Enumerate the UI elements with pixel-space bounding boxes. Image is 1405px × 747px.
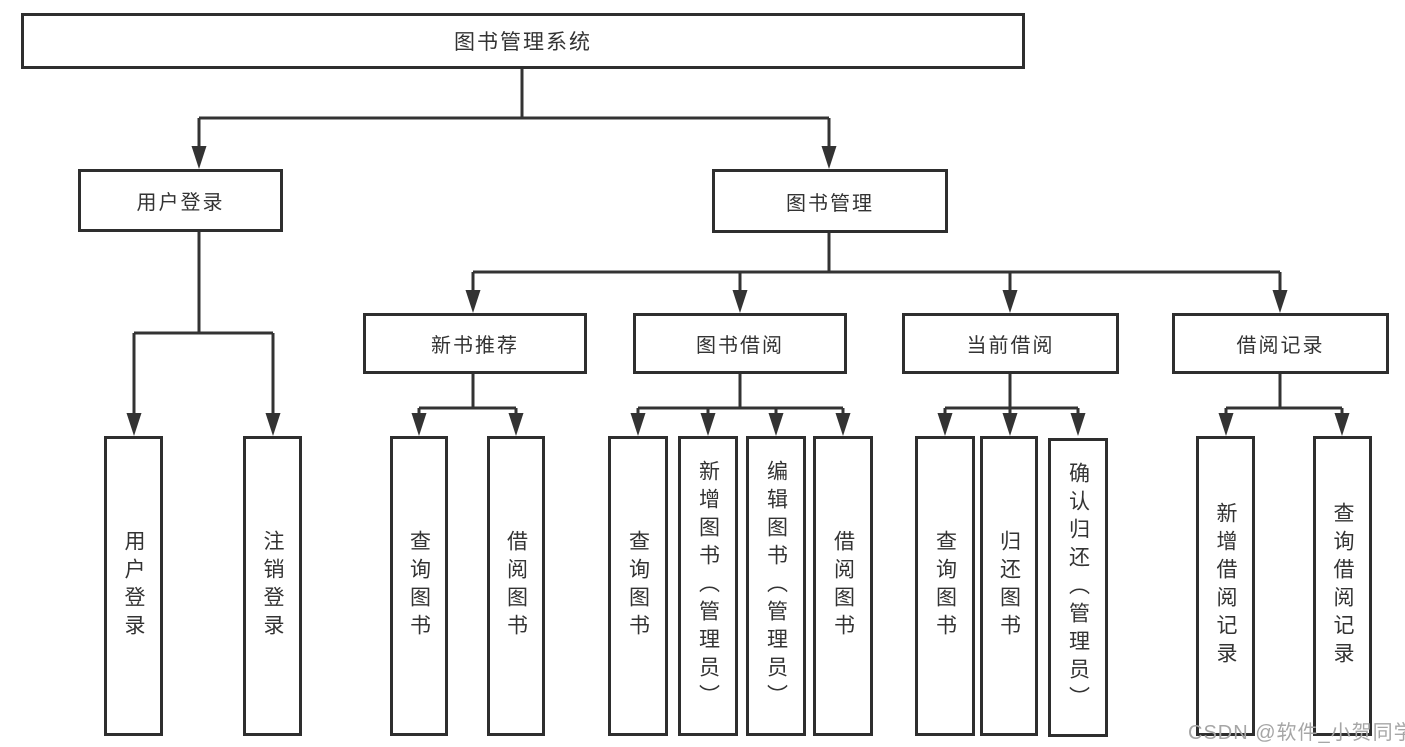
- node-book-management: 图书管理: [712, 169, 948, 233]
- node-new-book-recommend: 新书推荐: [363, 313, 587, 374]
- node-book-borrow: 图书借阅: [633, 313, 847, 374]
- leaf-borrow-books-1: 借阅图书: [487, 436, 545, 736]
- leaf-label: 借阅图书: [504, 530, 528, 642]
- leaf-label: 新增图书（管理员）: [696, 460, 720, 712]
- leaf-return-books: 归还图书: [980, 436, 1038, 736]
- leaf-label: 查询图书: [407, 530, 431, 642]
- node-user-login: 用户登录: [78, 169, 283, 232]
- csdn-watermark: CSDN @软件_小贺同学: [1188, 722, 1405, 744]
- leaf-label: 新增借阅记录: [1214, 502, 1238, 670]
- leaf-label: 用户登录: [122, 530, 146, 642]
- leaf-query-books-2: 查询图书: [608, 436, 668, 736]
- leaf-edit-books-admin: 编辑图书（管理员）: [746, 436, 806, 736]
- leaf-label: 确认归还（管理员）: [1066, 461, 1090, 714]
- leaf-logout: 注销登录: [243, 436, 302, 736]
- leaf-query-books-1: 查询图书: [390, 436, 448, 736]
- leaf-label: 编辑图书（管理员）: [764, 460, 788, 712]
- leaf-label: 归还图书: [997, 530, 1021, 642]
- leaf-query-borrow-record: 查询借阅记录: [1313, 436, 1372, 736]
- leaf-add-borrow-record: 新增借阅记录: [1196, 436, 1255, 736]
- leaf-confirm-return-admin: 确认归还（管理员）: [1048, 438, 1108, 737]
- leaf-query-books-3: 查询图书: [915, 436, 975, 736]
- node-library-system: 图书管理系统: [21, 13, 1025, 69]
- leaf-add-books-admin: 新增图书（管理员）: [678, 436, 738, 736]
- leaf-label: 借阅图书: [831, 530, 855, 642]
- node-current-borrow: 当前借阅: [902, 313, 1119, 374]
- leaf-label: 查询图书: [626, 530, 650, 642]
- leaf-borrow-books-2: 借阅图书: [813, 436, 873, 736]
- leaf-label: 查询图书: [933, 530, 957, 642]
- leaf-label: 注销登录: [261, 530, 285, 642]
- node-borrow-records: 借阅记录: [1172, 313, 1389, 374]
- leaf-user-login: 用户登录: [104, 436, 163, 736]
- leaf-label: 查询借阅记录: [1331, 502, 1355, 670]
